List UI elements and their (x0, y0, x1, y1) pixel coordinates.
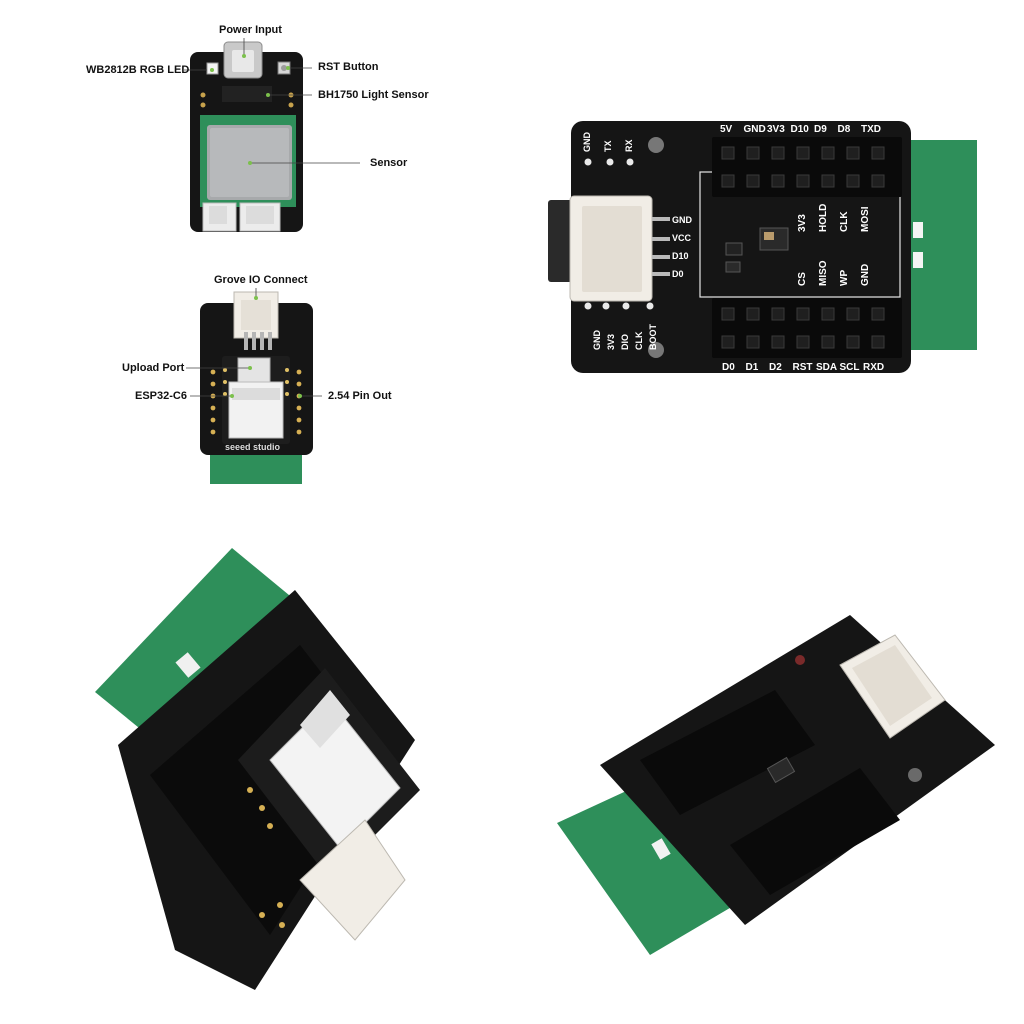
bottom-pin-label: RST (792, 362, 813, 373)
top-pin-label: 3V3 (767, 124, 785, 135)
spi-lower-label: MISO (818, 260, 829, 286)
left-bottom-pin-label: BOOT (648, 324, 658, 350)
middle-module-board (186, 288, 322, 484)
sensor-label: Sensor (370, 157, 408, 169)
bottom-pin-label: D1 (745, 362, 759, 373)
brand-text: seeed studio (225, 442, 281, 452)
top-pin-label: GND (743, 124, 766, 135)
bottom-pin-label: SCL (839, 362, 860, 373)
left-top-pin-label: TX (603, 140, 613, 152)
power-input-label: Power Input (219, 24, 282, 36)
top-pin-label: D10 (790, 124, 809, 135)
spi-upper-label: HOLD (818, 203, 829, 232)
top-module-board (184, 38, 360, 232)
grove-pin-label: VCC (672, 233, 692, 243)
bottom-pin-label: D2 (769, 362, 782, 373)
spi-upper-label: 3V3 (797, 214, 808, 232)
spi-upper-label: CLK (839, 211, 850, 232)
spi-lower-label: WP (839, 269, 850, 286)
pin-out-label: 2.54 Pin Out (328, 390, 392, 402)
upload-port-label: Upload Port (122, 362, 185, 374)
bottom-pin-label: D0 (722, 362, 735, 373)
left-bottom-pin-label: GND (592, 330, 602, 350)
grove-io-label: Grove IO Connect (214, 274, 308, 286)
spi-upper-label: MOSI (860, 206, 871, 232)
rst-button-label: RST Button (318, 61, 379, 73)
left-top-pin-label: RX (624, 139, 634, 152)
bottom-pin-label: RXD (863, 362, 885, 373)
left-top-pin-label: GND (582, 132, 592, 152)
expansion-board-top-view (548, 121, 977, 373)
spi-lower-label: GND (860, 263, 871, 286)
angled-module-photo (95, 548, 420, 990)
left-bottom-pin-label: CLK (634, 331, 644, 351)
grove-pin-label: GND (672, 215, 692, 225)
top-pin-label: TXD (861, 124, 881, 135)
top-pin-label: 5V (720, 124, 733, 135)
top-pin-label: D8 (837, 124, 851, 135)
esp32-label: ESP32-C6 (135, 390, 187, 402)
bottom-pin-label: SDA (816, 362, 838, 373)
grove-pin-label: D0 (672, 269, 684, 279)
rgb-led-label: WB2812B RGB LED (86, 64, 190, 76)
grove-pin-label: D10 (672, 251, 689, 261)
top-pin-label: D9 (814, 124, 827, 135)
spi-lower-label: CS (797, 272, 808, 286)
light-sensor-label: BH1750 Light Sensor (318, 89, 429, 101)
left-bottom-pin-label: 3V3 (606, 333, 616, 350)
left-bottom-pin-label: DIO (620, 333, 630, 350)
angled-expansion-photo (557, 615, 995, 955)
